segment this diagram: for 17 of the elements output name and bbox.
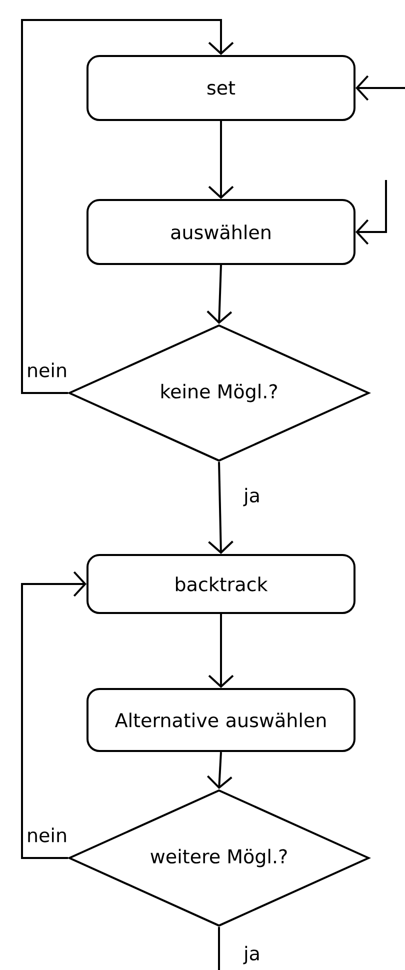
edge-label: nein [25,362,69,378]
edge-label: ja [242,486,262,508]
arrow [356,180,387,245]
edge-label: nein [25,826,69,844]
edge-label: ja [242,944,262,966]
arrow [21,571,86,859]
arrow [206,752,232,789]
process-box: backtrack [86,554,356,614]
arrow [208,462,234,554]
arrow [208,121,234,199]
process-box: auswählen [86,199,356,265]
process-box: Alternative auswählen [86,688,356,752]
arrow [208,614,234,688]
process-box: set [86,55,356,121]
arrow [21,19,234,394]
arrow [356,75,405,101]
arrow [206,264,232,324]
